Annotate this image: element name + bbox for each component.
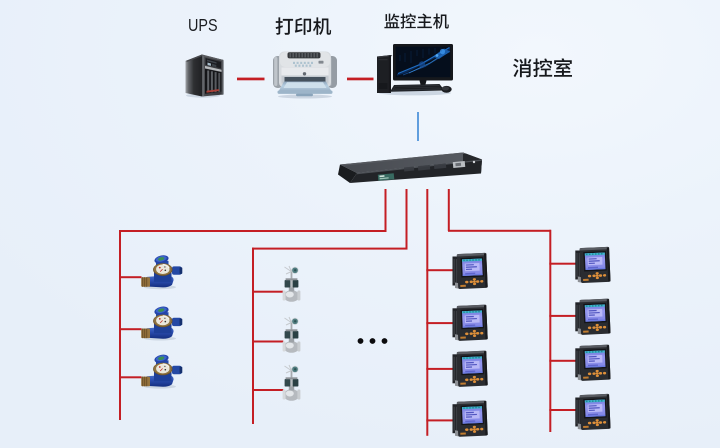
svg-text:UPS: UPS — [188, 15, 218, 35]
